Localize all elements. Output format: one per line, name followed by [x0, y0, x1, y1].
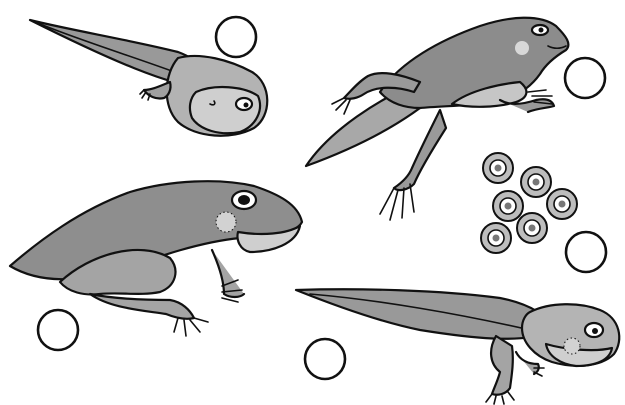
answer-circle-tadpole-with-four-legs[interactable]	[305, 339, 345, 379]
answer-circle-adult-frog[interactable]	[38, 310, 78, 350]
answer-circle-froglet-with-tail[interactable]	[565, 58, 605, 98]
answer-circle-frog-eggs[interactable]	[566, 232, 606, 272]
answer-circle-tadpole-with-back-legs[interactable]	[216, 17, 256, 57]
frog-eggs	[481, 153, 577, 253]
tadpole-with-four-legs	[296, 289, 619, 404]
